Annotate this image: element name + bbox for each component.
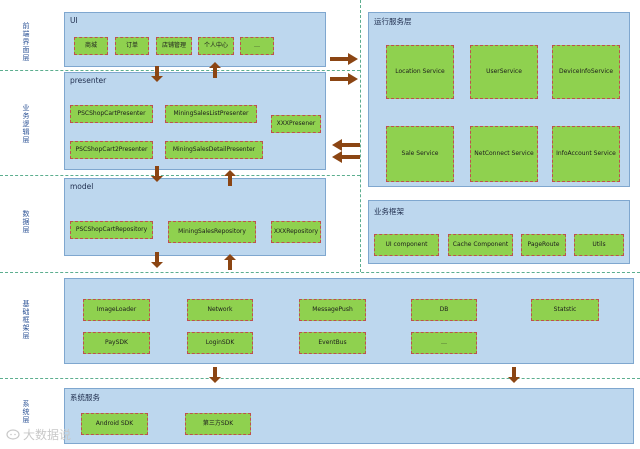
runtime-module-infoaccount[interactable]: InfoAccount Service xyxy=(552,126,620,182)
arrow-up-framework-model xyxy=(224,254,236,270)
runtime-module-location[interactable]: Location Service xyxy=(386,45,454,99)
base-module-network[interactable]: Network xyxy=(187,299,253,321)
watermark-text: 大数据说 xyxy=(23,428,72,442)
system-module-android-sdk[interactable]: Android SDK xyxy=(81,413,148,435)
base-module-imageloader[interactable]: ImageLoader xyxy=(83,299,150,321)
system-module-third-party-sdk[interactable]: 第三方SDK xyxy=(185,413,251,435)
layer-label-framework: 基础框架层 xyxy=(22,300,30,340)
business-framework-title: 业务框架 xyxy=(374,207,404,216)
model-module-xxx-repo[interactable]: XXXRepository xyxy=(271,221,321,243)
base-module-db[interactable]: DB xyxy=(411,299,477,321)
ui-module-orders[interactable]: 订单 xyxy=(115,37,149,55)
base-module-messagepush[interactable]: MessagePush xyxy=(299,299,366,321)
layer-label-system: 系统层 xyxy=(22,400,30,424)
ui-module-personal-center[interactable]: 个人中心 xyxy=(198,37,234,55)
business-framework-panel: 业务框架 UI component Cache Component PageRo… xyxy=(368,200,630,264)
ui-module-more[interactable]: … xyxy=(240,37,274,55)
runtime-module-deviceinfo[interactable]: DeviceInfoService xyxy=(552,45,620,99)
divider-3 xyxy=(0,272,640,273)
arrow-down-framework-system-2 xyxy=(508,367,520,383)
layer-label-business: 业务逻辑层 xyxy=(22,104,30,144)
divider-2 xyxy=(0,175,360,176)
model-module-miningsales-repo[interactable]: MiningSalesRepository xyxy=(168,221,256,243)
system-panel: 系统服务 Android SDK 第三方SDK xyxy=(64,388,634,444)
arrow-left-runtime-presenter-2 xyxy=(332,151,360,163)
runtime-module-netconnect[interactable]: NetConnect Service xyxy=(470,126,538,182)
base-module-loginsdk[interactable]: LoginSDK xyxy=(187,332,253,354)
presenter-panel: presenter PSCShopCartPresenter MiningSal… xyxy=(64,72,326,170)
arrow-right-ui-runtime xyxy=(330,53,358,65)
ui-panel-title: UI xyxy=(70,16,78,25)
base-framework-panel: ImageLoader Network MessagePush DB Stats… xyxy=(64,278,634,364)
presenter-module-pscshopcart2[interactable]: PSCShopCart2Presenter xyxy=(70,141,153,159)
ui-panel: UI 商城 订单 店铺管理 个人中心 … xyxy=(64,12,326,67)
arrow-right-presenter-runtime xyxy=(330,73,358,85)
runtime-module-sale[interactable]: Sale Service xyxy=(386,126,454,182)
system-panel-title: 系统服务 xyxy=(70,393,100,402)
layer-label-ui: 前端界面层 xyxy=(22,22,30,62)
base-module-eventbus[interactable]: EventBus xyxy=(299,332,366,354)
layer-label-data: 数据层 xyxy=(22,210,30,234)
model-module-pscshopcart-repo[interactable]: PSCShopCartRepository xyxy=(70,221,153,239)
presenter-module-pscshopcart[interactable]: PSCShopCartPresenter xyxy=(70,105,153,123)
arrow-left-runtime-presenter-1 xyxy=(332,139,360,151)
divider-4 xyxy=(0,378,640,379)
runtime-panel: 运行服务层 Location Service UserService Devic… xyxy=(368,12,630,187)
ui-module-mall[interactable]: 商城 xyxy=(74,37,108,55)
ui-module-shop-management[interactable]: 店铺管理 xyxy=(156,37,192,55)
watermark: 大数据说 xyxy=(6,426,71,443)
base-module-more[interactable]: … xyxy=(411,332,477,354)
bf-module-ui-component[interactable]: UI component xyxy=(374,234,439,256)
presenter-module-miningsaleslist[interactable]: MiningSalesListPresenter xyxy=(165,105,257,123)
base-module-statstic[interactable]: Statstic xyxy=(531,299,599,321)
model-panel-title: model xyxy=(70,182,94,191)
chat-bubble-icon xyxy=(6,428,20,440)
presenter-module-miningsalesdetail[interactable]: MiningSalesDetailPresenter xyxy=(165,141,263,159)
bf-module-pageroute[interactable]: PageRoute xyxy=(521,234,566,256)
presenter-panel-title: presenter xyxy=(70,76,107,85)
divider-vertical xyxy=(360,0,361,272)
bf-module-utils[interactable]: Utils xyxy=(574,234,624,256)
bf-module-cache-component[interactable]: Cache Component xyxy=(448,234,513,256)
model-panel: model PSCShopCartRepository MiningSalesR… xyxy=(64,178,326,256)
divider-1 xyxy=(0,70,360,71)
runtime-panel-title: 运行服务层 xyxy=(374,17,412,26)
runtime-module-user[interactable]: UserService xyxy=(470,45,538,99)
base-module-paysdk[interactable]: PaySDK xyxy=(83,332,150,354)
arrow-down-framework-system-1 xyxy=(209,367,221,383)
presenter-module-xxx[interactable]: XXXPresener xyxy=(271,115,321,133)
